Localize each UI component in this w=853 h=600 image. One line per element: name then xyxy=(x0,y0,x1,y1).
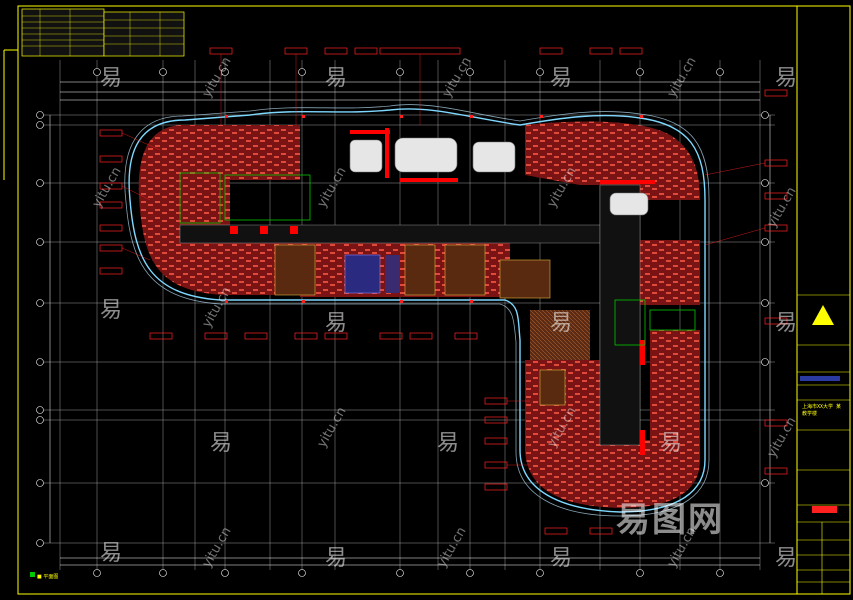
red-walls xyxy=(230,128,655,455)
legend-swatch xyxy=(30,572,35,577)
axis-bubbles xyxy=(36,68,769,577)
drawing-frame xyxy=(17,5,851,595)
floor-zone-southeast xyxy=(525,360,700,508)
equipment-pads xyxy=(349,137,649,216)
callout-tags xyxy=(99,47,788,535)
floor-zone-west xyxy=(138,125,300,295)
floor-zone-northeast xyxy=(525,121,700,200)
watermark-brand: 易图网 xyxy=(616,500,724,540)
corridor xyxy=(179,224,601,244)
title-block-project-note: 上海市XX大学 某教学楼 xyxy=(802,404,842,417)
building-outline xyxy=(128,108,706,513)
floor-zone-north xyxy=(230,125,300,180)
title-block xyxy=(797,294,850,594)
service-rooms xyxy=(179,172,696,346)
column-dots xyxy=(225,115,643,303)
legend-title: ■ 平面图 xyxy=(37,574,59,580)
stair-blocks xyxy=(274,244,566,406)
schedule-table xyxy=(21,8,185,57)
dimension-lines xyxy=(49,81,771,566)
